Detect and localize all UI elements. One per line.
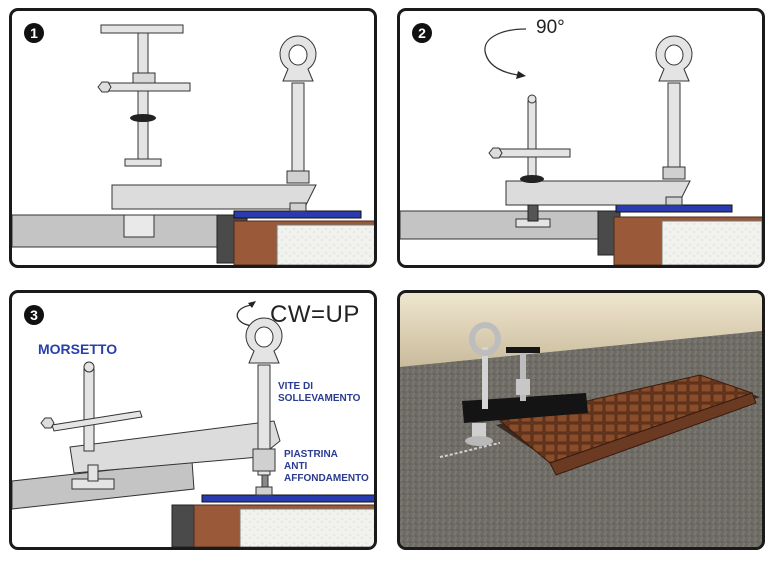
manhole-cover [496,374,760,476]
step-number-badge: 3 [24,305,44,325]
anti-sink-plate [201,494,374,503]
clamp-crossbar [497,148,571,158]
eye-bolt-ring [469,322,501,356]
anti-sink-plate-label: PIASTRINA ANTI AFFONDAMENTO [284,449,369,485]
clamp-screw [527,100,537,182]
rotation-arrow-icon [484,28,527,76]
step-3-illustration: 3 [12,301,374,547]
clamp-washer [130,114,156,122]
nut-icon [40,417,55,429]
clamp-bar [462,393,588,423]
plate-label-line1: PIASTRINA [284,449,338,460]
lifting-screw-label-line2: SOLLEVAMENTO [278,393,361,404]
plate-label-line3: AFFONDAMENTO [284,473,369,484]
step-3-panel: 3 CW=UP MORSETTO VITE DI [9,290,377,550]
clamp-screw [520,353,526,401]
step-number-badge: 1 [24,23,44,43]
step-2-panel: 2 90° [397,8,765,268]
direction-label: CW=UP [270,301,360,328]
clamp-crossbar [51,410,143,432]
step-2-illustration: 2 [400,23,762,265]
anti-sink-plate [615,204,733,213]
nut-icon [97,81,112,93]
clamp-assembly [462,322,588,446]
anti-sink-plate [233,210,362,219]
concrete-fill [239,508,374,547]
nut-icon [488,147,503,159]
installed-clamp-photo [400,293,762,547]
clamp-bar [505,180,691,206]
safety-chain [439,442,501,458]
clamp-bar [111,184,317,210]
eye-bolt [655,35,693,206]
plate-label-line2: ANTI [284,461,308,472]
lifting-screw-label: VITE DI SOLLEVAMENTO [278,381,360,405]
step-number-badge: 2 [412,23,432,43]
svg-text:3: 3 [30,307,38,323]
lifting-screw-label-line1: VITE DI [278,381,314,392]
concrete-fill [661,220,762,265]
photo-panel [397,290,765,550]
manhole-cover-slab [400,210,613,240]
step-1-panel: 1 [9,8,377,268]
eye-bolt [279,35,317,212]
t-slot [123,214,155,238]
clamp-screw [137,32,149,166]
eye-bolt-shaft [482,347,488,409]
clamp-label: MORSETTO [38,341,118,357]
svg-text:1: 1 [30,25,38,41]
t-handle [100,24,184,34]
svg-text:2: 2 [418,25,426,41]
clamp-screw [83,368,95,452]
t-handle [506,347,540,353]
clamp-crossbar [103,82,191,92]
manhole-cover-slab [12,214,235,248]
eye-bolt [245,317,283,496]
rotation-angle-label: 90° [536,17,565,38]
step-1-illustration: 1 [12,23,374,265]
concrete-fill [276,224,374,265]
